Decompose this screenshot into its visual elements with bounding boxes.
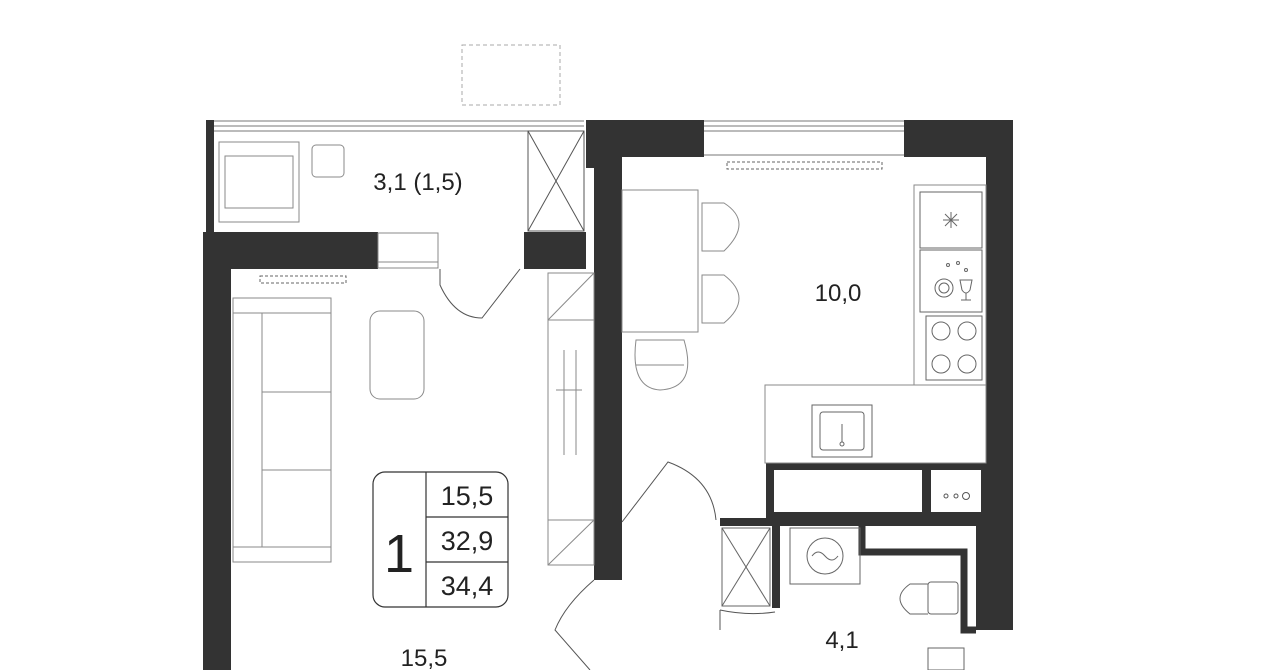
bath-tap (927, 647, 965, 670)
wall-left (203, 232, 231, 670)
total-area-value: 32,9 (441, 526, 494, 556)
balcony-area-label: 3,1 (1,5) (373, 169, 462, 196)
balcony-left-wall (206, 120, 214, 232)
dining-table (621, 189, 699, 333)
bath-storage (721, 527, 771, 607)
kitchen-furniture (621, 184, 987, 464)
bathroom-fixtures (721, 527, 771, 607)
apartment-info-box: 1 15,5 32,9 34,4 (372, 471, 509, 608)
dishwasher-icon (919, 249, 983, 313)
wall-balcony-door-right (524, 232, 586, 269)
total-with-balcony-value: 34,4 (441, 571, 494, 601)
sofa (232, 297, 332, 563)
radiator-living (259, 275, 347, 284)
wall-right (986, 120, 1013, 630)
balcony-door (439, 268, 521, 319)
living-furniture (232, 272, 595, 566)
bath-door (719, 609, 776, 630)
counter (913, 184, 987, 386)
side-table (311, 144, 345, 178)
wall-top-kitchen-left (586, 120, 704, 157)
kitchen-door (621, 461, 717, 523)
bathroom-area-label: 4,1 (825, 627, 858, 654)
wall-bath-left (772, 518, 780, 608)
hob-icon (919, 191, 983, 249)
shaft-outline (858, 526, 976, 634)
wardrobe (547, 272, 595, 566)
living-door (554, 579, 595, 670)
wall-top-living (203, 232, 378, 269)
kitchen-area-label: 10,0 (815, 280, 862, 307)
living-area-value: 15,5 (441, 481, 494, 511)
balcony-cabinet (527, 130, 585, 232)
toilet-icon (899, 581, 959, 615)
rooms-count: 1 (384, 524, 414, 584)
washing-machine-icon (789, 527, 861, 585)
ac-unit-outline (461, 44, 561, 106)
balcony-door-frame (377, 232, 439, 269)
doors (439, 268, 776, 670)
balcony: 3,1 (1,5) (206, 120, 585, 232)
wall-bath-top (720, 518, 986, 526)
stove-icon (925, 315, 983, 381)
chair-1 (701, 202, 740, 252)
windows (377, 120, 904, 269)
sink-icon (811, 404, 873, 458)
chair-2 (701, 274, 740, 324)
coffee-table (369, 310, 425, 400)
radiator-kitchen (726, 161, 883, 170)
walls (203, 120, 1013, 670)
chair-3 (634, 339, 689, 391)
armchair (218, 141, 300, 223)
living-area-label: 15,5 (401, 645, 448, 670)
